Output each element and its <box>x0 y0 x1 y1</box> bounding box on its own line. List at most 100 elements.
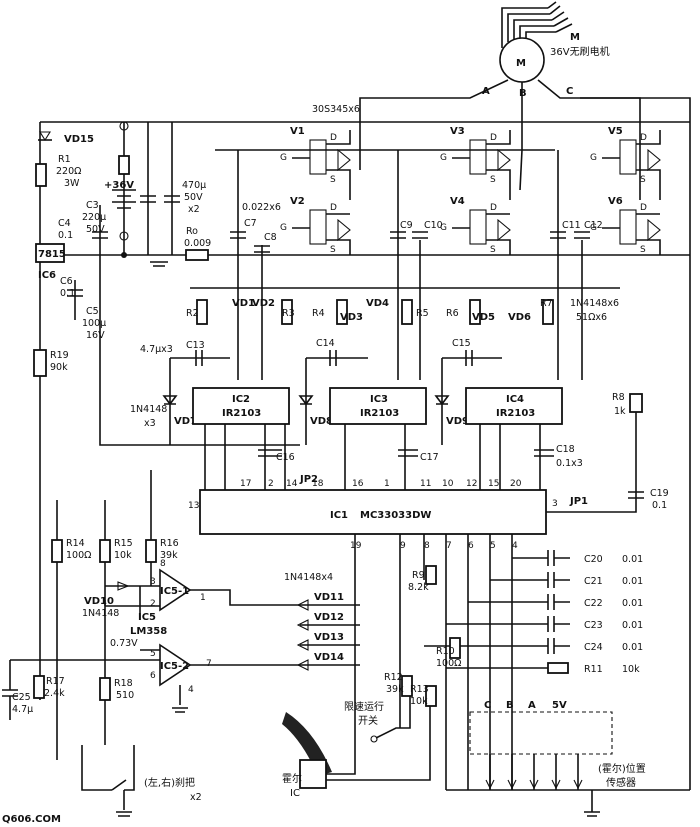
svg-text:G: G <box>590 223 597 233</box>
opamp-part: LM358 <box>130 626 167 637</box>
mosfet-v2: V2 <box>290 196 305 207</box>
ic3-ref: IC3 <box>370 394 388 405</box>
opamp-pin-1: 1 <box>200 593 206 603</box>
ic1-pin-19: 19 <box>350 541 362 551</box>
mosfet-v3: V3 <box>450 126 465 137</box>
jumper-jp2: JP2 <box>299 474 318 485</box>
r15-ref: R15 <box>114 538 133 549</box>
vd10-type: 1N4148 <box>82 608 119 619</box>
r1-value: 220Ω <box>56 166 81 177</box>
boot-diode-type: 1N4148 <box>130 404 167 415</box>
ic4-ref: IC4 <box>506 394 524 405</box>
ic1-pin-15: 15 <box>488 479 499 489</box>
ic1-pin-18: 18 <box>312 479 324 489</box>
motor: M M 36V无刷电机 A B C 30S345x6 <box>312 1 691 790</box>
ic1-pin-13: 13 <box>188 501 199 511</box>
c25-value: 4.7μ <box>12 704 33 715</box>
gate-note-diodes: 1N4148x6 <box>570 298 619 309</box>
c21-value: 0.01 <box>622 576 643 587</box>
driver-cap-value: 0.1x3 <box>556 458 583 469</box>
c19-ref: C19 <box>650 488 669 499</box>
motor-symbol: M <box>516 58 526 69</box>
ic3-part: IR2103 <box>360 408 399 419</box>
opamp-pin-7: 7 <box>206 659 212 669</box>
output-diodes: 1N4148x4 VD11 VD12 VD13 VD14 <box>284 572 360 671</box>
shunt-ref: Ro <box>186 226 198 237</box>
regulator-ref: 7815 <box>38 249 66 260</box>
gate-r6: R6 <box>446 308 459 319</box>
hall-sensor-c: C <box>484 700 491 711</box>
c5-ref: C5 <box>86 306 99 317</box>
ic1-pin-7: 7 <box>446 541 452 551</box>
opamp-a: IC5-1 <box>160 586 189 597</box>
out-diode-type: 1N4148x4 <box>284 572 333 583</box>
opamp-pin-4: 4 <box>188 685 194 695</box>
boot-cap-c13: C13 <box>186 340 205 351</box>
r17-ref: R17 <box>46 676 65 687</box>
bootstrap-section: 4.7μx3 C13 C14 C15 1N4148 x3 VD7 VD8 VD9 <box>130 338 502 445</box>
r8-value: 1k <box>614 406 626 417</box>
gate-cap-c7: C7 <box>244 218 257 229</box>
gate-network: 0.022x6 C7 C8 C9 C10 C11 C12 R2 R3 R4 R5… <box>186 150 620 380</box>
svg-text:D: D <box>640 203 647 213</box>
c3-value: 220μ <box>82 212 106 223</box>
svg-text:S: S <box>490 245 496 255</box>
gate-cap-c12: C12 <box>584 220 603 231</box>
r14-ref: R14 <box>66 538 85 549</box>
gate-vd5: VD5 <box>472 312 495 323</box>
ic4-part: IR2103 <box>496 408 535 419</box>
svg-text:S: S <box>490 175 496 185</box>
c4-ref: C4 <box>58 218 71 229</box>
ic1-pin-11: 11 <box>420 479 431 489</box>
boot-vd8: VD8 <box>310 416 333 427</box>
svg-text:S: S <box>640 175 646 185</box>
gate-vd2: VD2 <box>252 298 275 309</box>
c23-value: 0.01 <box>622 620 643 631</box>
r9-value: 8.2k <box>408 582 429 593</box>
r18-value: 510 <box>116 690 134 701</box>
r10-ref: R10 <box>436 646 455 657</box>
r17-value: 2.4k <box>44 688 65 699</box>
boot-diode-count: x3 <box>144 418 156 429</box>
ic1-pin-1: 1 <box>384 479 390 489</box>
c23-ref: C23 <box>584 620 603 631</box>
c5-value: 100μ <box>82 318 106 329</box>
r13-ref: R13 <box>410 684 429 695</box>
opamp-pin-5: 5 <box>150 649 156 659</box>
hall-ic-label-2: IC <box>290 788 300 799</box>
phase-a-label: A <box>482 86 490 97</box>
handlebar-count: x2 <box>190 792 202 803</box>
mosfet-bridge: V1 GDS V2 GDS V3 GDS V4 GDS <box>280 126 661 255</box>
c4-value: 0.1 <box>58 230 73 241</box>
ic2-ref: IC2 <box>232 394 250 405</box>
r19-ref: R19 <box>50 350 69 361</box>
svg-text:S: S <box>640 245 646 255</box>
mosfet-v4: V4 <box>450 196 465 207</box>
boot-vd7: VD7 <box>174 416 197 427</box>
r8-ref: R8 <box>612 392 625 403</box>
hall-sensor-a: A <box>528 700 536 711</box>
c20-value: 0.01 <box>622 554 643 565</box>
r18-ref: R18 <box>114 678 133 689</box>
ic2-part: IR2103 <box>222 408 261 419</box>
gate-vd1: VD1 <box>232 298 255 309</box>
opamp-pin-3: 3 <box>150 577 156 587</box>
svg-text:D: D <box>640 133 647 143</box>
c3-voltage: 50V <box>86 224 105 235</box>
r12-value: 39k <box>386 684 404 695</box>
hall-filter-caps: C20 0.01 C21 0.01 C22 0.01 C23 0.01 C24 … <box>424 550 643 675</box>
svg-text:G: G <box>590 153 597 163</box>
opamp-ref: IC5 <box>138 612 156 623</box>
r13-value: 10k <box>410 696 428 707</box>
r19-value: 90k <box>50 362 68 373</box>
r10-value: 100Ω <box>436 658 461 669</box>
opamp-pin-2: 2 <box>150 599 156 609</box>
opamp-ref-voltage: 0.73V <box>110 638 138 649</box>
mosfet-v5: V5 <box>608 126 623 137</box>
ic1-pin-17: 17 <box>240 479 251 489</box>
svg-text:G: G <box>440 153 447 163</box>
c21-ref: C21 <box>584 576 603 587</box>
watermark: Q606.COM <box>2 814 61 825</box>
boot-cap-value: 4.7μx3 <box>140 344 173 355</box>
